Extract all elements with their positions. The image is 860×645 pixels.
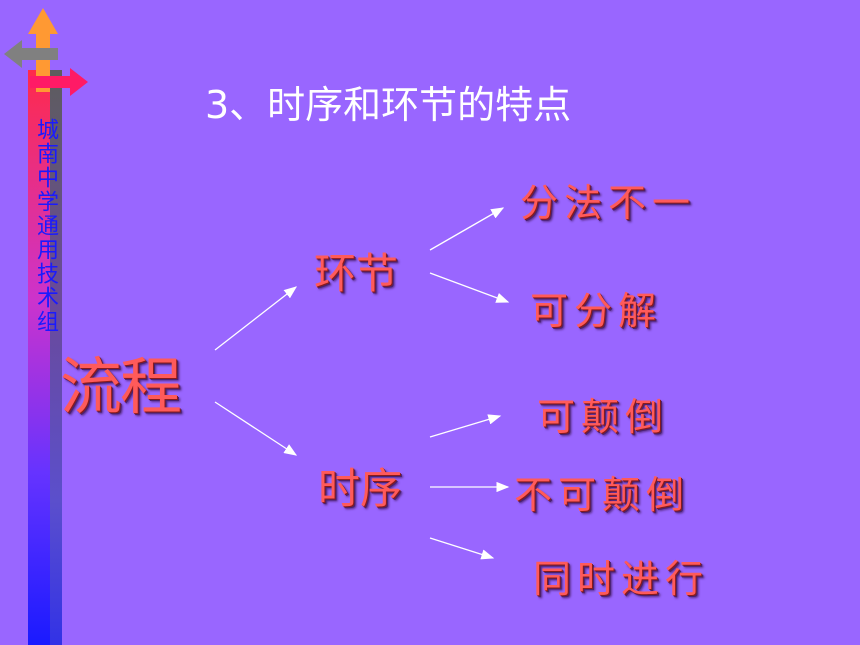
leaf-ke-fenjie: 可分解 <box>530 289 663 333</box>
sidebar-label: 城南中学通用技术组 <box>33 118 58 334</box>
line-root-to-huanjie <box>214 286 298 351</box>
leaf-bu-ke-diandao: 不可颠倒 <box>514 473 691 517</box>
leaf-ke-diandao: 可颠倒 <box>537 395 670 439</box>
line-root-to-shixu <box>214 401 298 456</box>
branch-huanjie: 环节 <box>314 249 399 298</box>
root-node: 流程 <box>60 350 182 423</box>
slide-title: 3、时序和环节的特点 <box>205 83 572 127</box>
line-shixu-to-item1 <box>429 414 502 438</box>
leaf-fenfa-buyi: 分法不一 <box>520 181 697 225</box>
line-shixu-to-item3 <box>429 537 495 560</box>
sidebar-bar-shade <box>50 70 62 645</box>
line-huanjie-to-item1 <box>429 207 505 251</box>
branch-shixu: 时序 <box>318 464 403 513</box>
right-arrow-icon <box>30 68 88 96</box>
left-arrow-icon <box>4 40 58 68</box>
line-huanjie-to-item2 <box>429 272 510 303</box>
leaf-tongshi-jinxing: 同时进行 <box>533 557 710 601</box>
